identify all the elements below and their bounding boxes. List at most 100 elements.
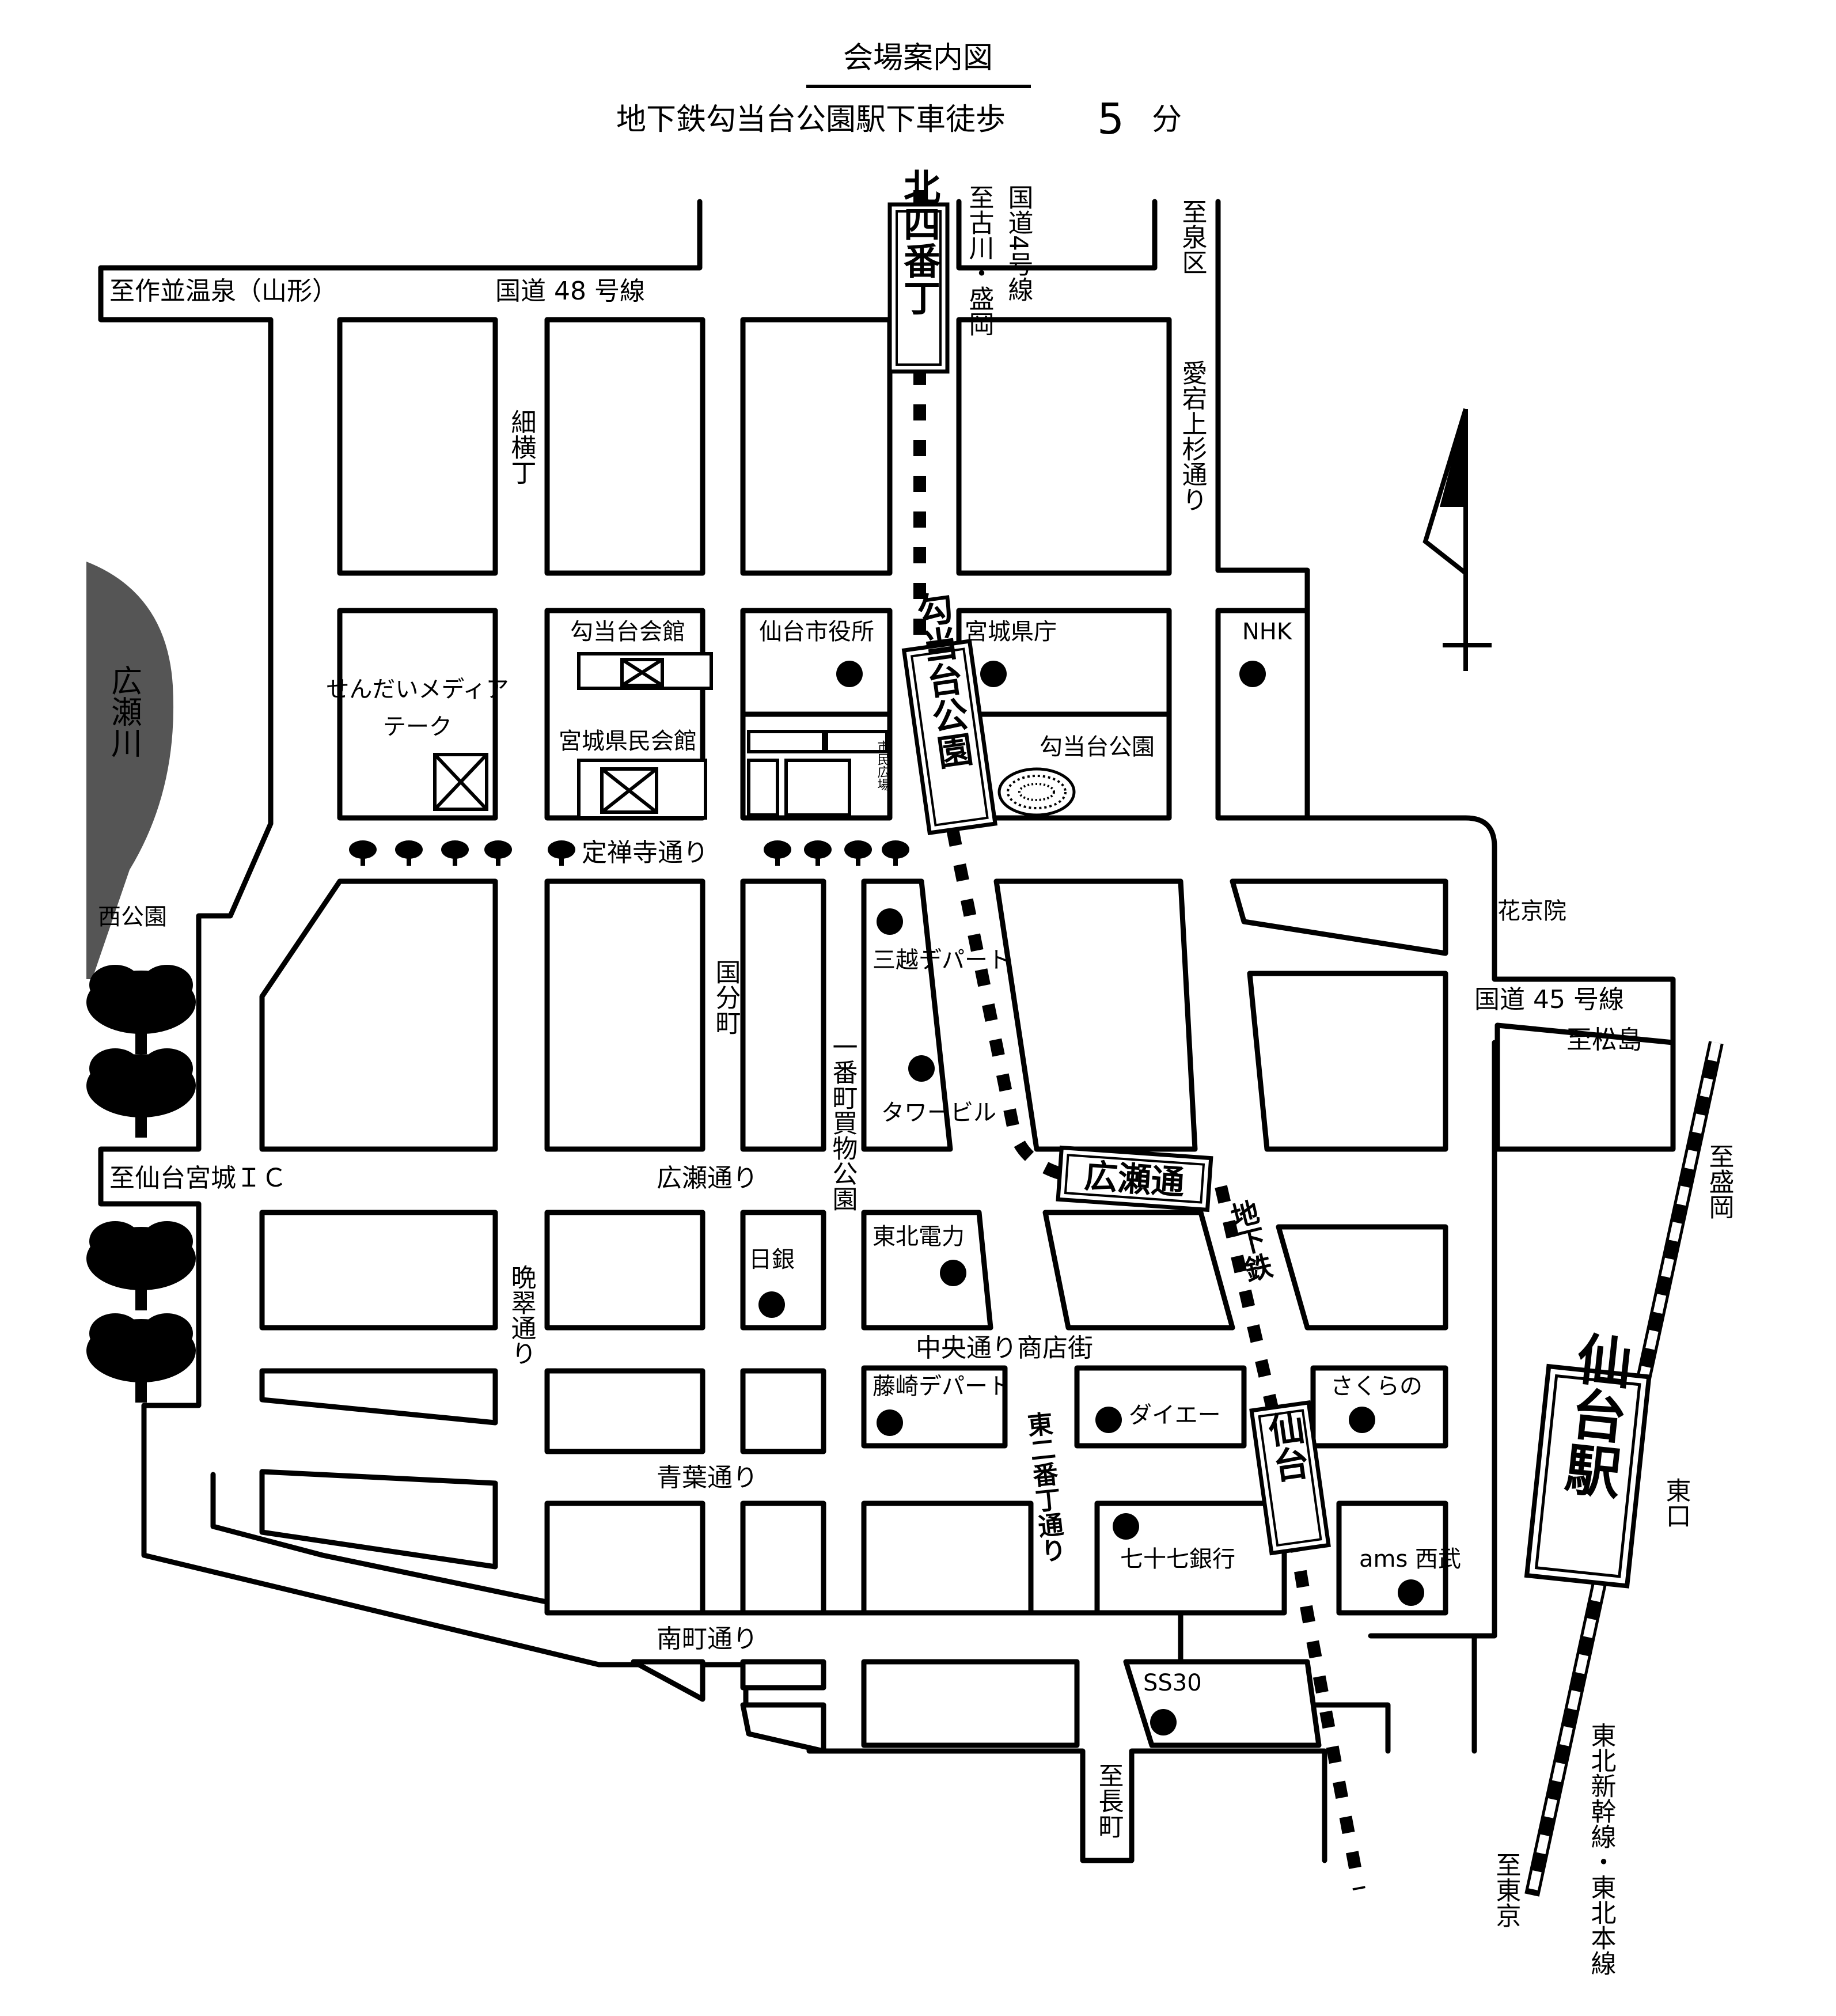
station-hirosedori[interactable]: 広瀬通 [1056,1145,1213,1212]
block-r4-b [544,1210,705,1331]
media-theque-label-2: テーク [383,714,452,740]
sakurano-label: さくらの [1330,1373,1422,1400]
walk-minutes: 5 [1097,94,1124,144]
media-theque-building [433,753,488,811]
block-ams [1336,1500,1448,1616]
tohoku-denryoku-label: 東北電力 [873,1223,965,1250]
kotodai-park-fountain [997,767,1076,817]
map-title: 会場案内図 [843,41,993,75]
block-r7-a [631,1659,705,1702]
svg-text:地下鉄: 地下鉄 [1223,1197,1275,1286]
aoba-dori-label: 青葉通り [657,1463,758,1492]
block-city-hall [740,608,893,717]
block-r1-e [1215,317,1310,613]
ichibancho-label: 一番町買物公園 [828,1034,858,1211]
chuo-dori-label: 中央通り商店街 [916,1333,1093,1363]
fujisaki-label: 藤崎デパート [873,1373,1011,1400]
shimin-hiroba-plots [747,730,889,817]
subway-line [913,190,1365,1891]
mitsukoshi-label: 三越デパート [873,947,1011,973]
station-kita4[interactable]: 北四番丁 [887,168,950,374]
block-r1-b [544,317,705,576]
nagamachi-dest-label: 至長町 [1094,1763,1124,1839]
block-r6-c [740,1500,826,1616]
block-r3-f [1230,878,1448,956]
block-r1-c [740,317,893,576]
hirose-river-label: 広瀬川 [106,665,142,758]
north-arrow-icon [1422,408,1492,671]
nichigin-label: 日銀 [749,1246,795,1273]
svg-text:広瀬川: 広瀬川 [106,665,142,758]
hanakyoin-label: 花京院 [1497,898,1566,924]
block-r3-h [1494,1022,1676,1152]
block-r5-a [259,1368,498,1426]
station-sendai-subway[interactable]: 仙台 [1249,1400,1331,1556]
route4-label: 国道4号線 [1004,184,1033,302]
nishi-park-label: 西公園 [98,904,167,930]
kotodai-hall-label: 勾当台会館 [570,619,685,645]
nhk-label: NHK [1242,619,1293,645]
banzui-label: 晩翠通り [507,1264,536,1366]
east-exit-label: 東口 [1661,1477,1691,1528]
tower-building-label: タワービル [881,1100,996,1126]
jozenji-label: 定禅寺通り [582,838,708,867]
block-r6-d [861,1500,1034,1616]
block-tohoku-denryoku [861,1210,993,1331]
block-r1-d [956,317,1172,576]
matsushima-dest-label: 至松島 [1566,1025,1642,1055]
block-r7-b [740,1659,826,1691]
kotodai-hall-building [577,652,713,690]
hirose-river [86,562,174,979]
walk-unit: 分 [1152,103,1182,137]
block-r7-d [861,1659,1080,1748]
route45-label: 国道 45 号線 [1474,985,1624,1014]
block-r4-f [1276,1224,1448,1331]
block-r5-c [740,1368,826,1454]
block-sakurano [1310,1365,1448,1449]
outer-west-road [98,265,1327,1863]
map-subtitle: 地下鉄勾当台公園駅下車徒歩 [616,103,1006,137]
ss30-label: SS30 [1143,1670,1202,1696]
pref-office-label: 宮城県庁 [965,619,1057,645]
izumi-dest-label: 至泉区 [1178,199,1207,275]
77bank-label: 七十七銀行 [1120,1546,1235,1572]
svg-text:北四番丁: 北四番丁 [897,168,940,316]
hirose-dori-label: 広瀬通り [657,1164,758,1193]
block-r4-e [1042,1210,1235,1331]
subway-text-label: 地下鉄 [1223,1197,1275,1286]
route48-dest-label: 至作並温泉（山形） [109,276,337,306]
rail-lines-label: 東北新幹線・東北本線 [1587,1722,1616,1976]
block-r3-a [259,878,498,1152]
city-hall-label: 仙台市役所 [759,619,874,645]
nishi-park-trees [86,965,196,1403]
block-kokubuncho [740,878,826,1152]
morioka-dest-label: 至盛岡 [1705,1143,1734,1219]
block-r6-a [259,1469,498,1570]
atago-label: 愛宕上杉通り [1178,360,1207,512]
kotodai-park-label: 勾当台公園 [1040,734,1155,760]
block-r3-g [1247,971,1448,1152]
route48-north-edge [98,199,1221,274]
block-mitsukoshi [861,878,953,1152]
block-r7-c [740,1702,826,1754]
kokubuncho-label: 国分町 [711,959,741,1035]
block-nhk [1215,608,1310,821]
block-daiei [1074,1365,1247,1449]
block-r3-b [544,878,705,1152]
station-kotodai-koen[interactable]: 勾当台公園 [896,587,998,835]
shimin-hiroba-label: 市民広場 [875,740,890,791]
landmark-dots [758,661,1424,1735]
route4-dest-label: 至古川・盛岡 [965,184,994,336]
block-r4-a [259,1210,498,1331]
svg-text:広瀬通: 広瀬通 [1083,1156,1186,1202]
ams-seibu-label: ams 西武 [1359,1546,1461,1572]
jozenji-trees [349,840,909,866]
media-theque-label-1: せんだいメディア [326,676,509,703]
kenmin-hall-label: 宮城県民会館 [559,728,697,755]
station-sendai-jr[interactable]: 仙台駅 [1524,1327,1653,1589]
kenmin-hall-building [577,759,707,820]
block-r6-b [544,1500,705,1616]
route48-label: 国道 48 号線 [495,276,645,306]
sendai-ic-dest-label: 至仙台宮城ＩＣ [109,1164,287,1193]
